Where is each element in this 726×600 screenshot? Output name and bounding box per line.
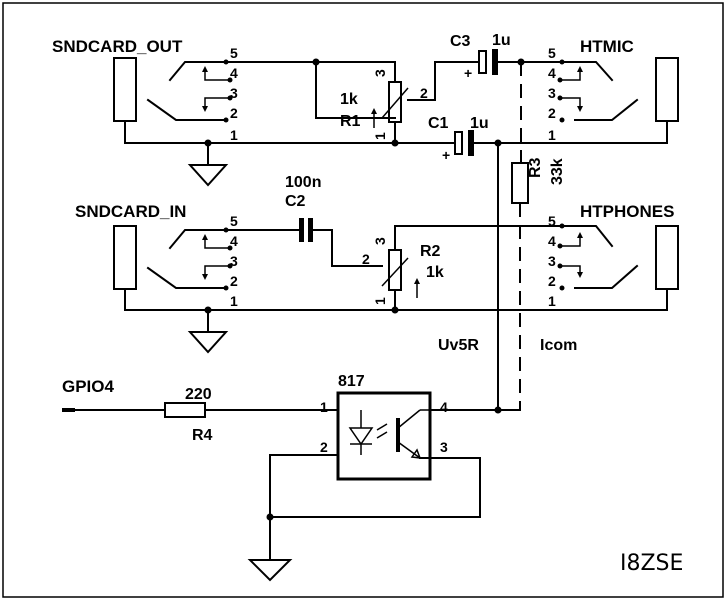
pin-label: 2 [362, 251, 370, 267]
htmic-label: HTMIC [580, 37, 634, 56]
r3-resistor [511, 162, 529, 204]
pin-label: 4 [548, 233, 556, 249]
r2-potentiometer [381, 225, 668, 314]
pin-label: 5 [548, 213, 556, 229]
gpio-label: GPIO4 [62, 377, 115, 396]
sndcard-out-jack [113, 57, 396, 187]
c3-value: 1u [492, 32, 511, 49]
pin-label: 3 [372, 237, 388, 245]
sndcard-in-label: SNDCARD_IN [75, 202, 186, 221]
r3-value: 33k [549, 158, 566, 185]
pin-label: 1 [548, 293, 556, 309]
c3-plus: + [464, 65, 472, 81]
htphones-jack [557, 223, 679, 311]
pin-label: 3 [548, 85, 556, 101]
pin-label: 3 [372, 69, 388, 77]
pin-label: 4 [230, 233, 238, 249]
pin-label: 3 [548, 253, 556, 269]
pin-label: 2 [320, 439, 328, 455]
pin-label: 2 [420, 85, 428, 101]
pin-label: 3 [230, 253, 238, 269]
pin-label: 1 [548, 127, 556, 143]
sndcard-in-jack [113, 225, 396, 354]
r1-ref: R1 [340, 113, 361, 130]
r4-value: 220 [185, 386, 212, 403]
pin-label: 1 [230, 127, 238, 143]
pin-label: 1 [372, 297, 388, 305]
uv5r-label: Uv5R [438, 337, 479, 354]
r2-ref: R2 [420, 243, 441, 260]
c2-value: 100n [285, 174, 321, 191]
opto-output-wiring [247, 406, 521, 582]
c1-value: 1u [470, 115, 489, 132]
pin-label: 3 [230, 85, 238, 101]
pin-label: 1 [230, 293, 238, 309]
pin-label: 4 [230, 65, 238, 81]
r1-potentiometer [315, 61, 471, 147]
htmic-jack [497, 57, 679, 144]
r4-ref: R4 [192, 427, 213, 444]
pin-label: 1 [320, 399, 328, 415]
pin-label: 2 [548, 273, 556, 289]
pin-label: 5 [548, 45, 556, 61]
c2-capacitor [294, 218, 383, 267]
r3-ref: R3 [527, 157, 544, 178]
opto-ref: 817 [338, 373, 365, 390]
htphones-label: HTPHONES [580, 202, 674, 221]
icom-label: Icom [540, 337, 577, 354]
pin-label: 5 [230, 45, 238, 61]
optocoupler-817 [336, 391, 432, 481]
pin-label: 2 [230, 273, 238, 289]
c1-ref: C1 [428, 115, 449, 132]
pin-label: 2 [548, 105, 556, 121]
c1-plus: + [442, 147, 450, 163]
pin-label: 4 [440, 399, 448, 415]
c2-ref: C2 [285, 193, 306, 210]
sndcard-out-label: SNDCARD_OUT [52, 37, 183, 56]
pin-label: 5 [230, 213, 238, 229]
pin-label: 4 [548, 65, 556, 81]
pin-label: 2 [230, 105, 238, 121]
c3-capacitor [469, 49, 576, 75]
r2-value: 1k [426, 264, 444, 281]
r1-value: 1k [340, 91, 358, 108]
pin-label: 3 [440, 439, 448, 455]
author-signature: I8ZSE [620, 551, 683, 576]
pin-label: 1 [372, 132, 388, 140]
r4-resistor [164, 402, 339, 418]
c3-ref: C3 [450, 33, 471, 50]
